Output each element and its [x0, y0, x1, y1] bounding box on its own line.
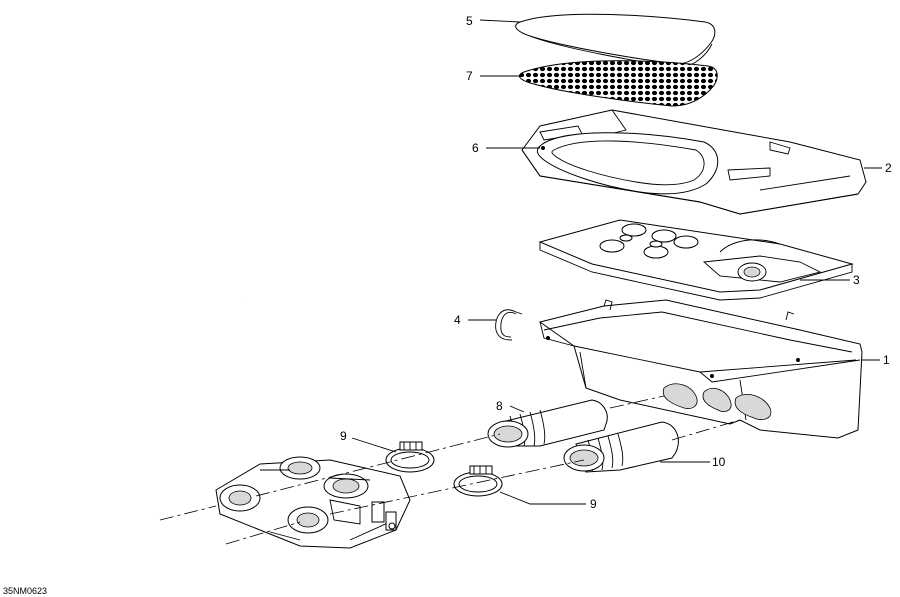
callout-1: 1 — [883, 353, 890, 367]
callout-4: 4 — [454, 313, 461, 327]
mesh-filter-part — [518, 60, 718, 107]
callout-9-upper: 9 — [340, 429, 347, 443]
callout-8: 8 — [496, 399, 503, 413]
alignment-lines — [159, 395, 741, 545]
airbox-base-part — [538, 299, 863, 439]
carburetor-assembly-part — [215, 456, 411, 549]
intake-plate-part — [538, 219, 854, 301]
leader-lines — [351, 19, 882, 505]
callout-10: 10 — [712, 455, 726, 469]
gasket-part — [536, 132, 719, 195]
hose-clamp-upper-part — [385, 441, 435, 473]
intake-boot-upper-part — [487, 399, 608, 448]
callout-2: 2 — [885, 161, 892, 175]
callout-6: 6 — [472, 141, 479, 155]
foam-pad-part — [515, 13, 716, 69]
callout-5: 5 — [466, 14, 473, 28]
spring-clip-part — [495, 309, 523, 341]
callout-3: 3 — [853, 273, 860, 287]
callout-9-lower: 9 — [590, 497, 597, 511]
callout-7: 7 — [466, 69, 473, 83]
hose-clamp-lower-part — [453, 465, 503, 497]
reference-code: 35NM0623 — [3, 586, 47, 596]
intake-boot-lower-part — [563, 421, 679, 473]
